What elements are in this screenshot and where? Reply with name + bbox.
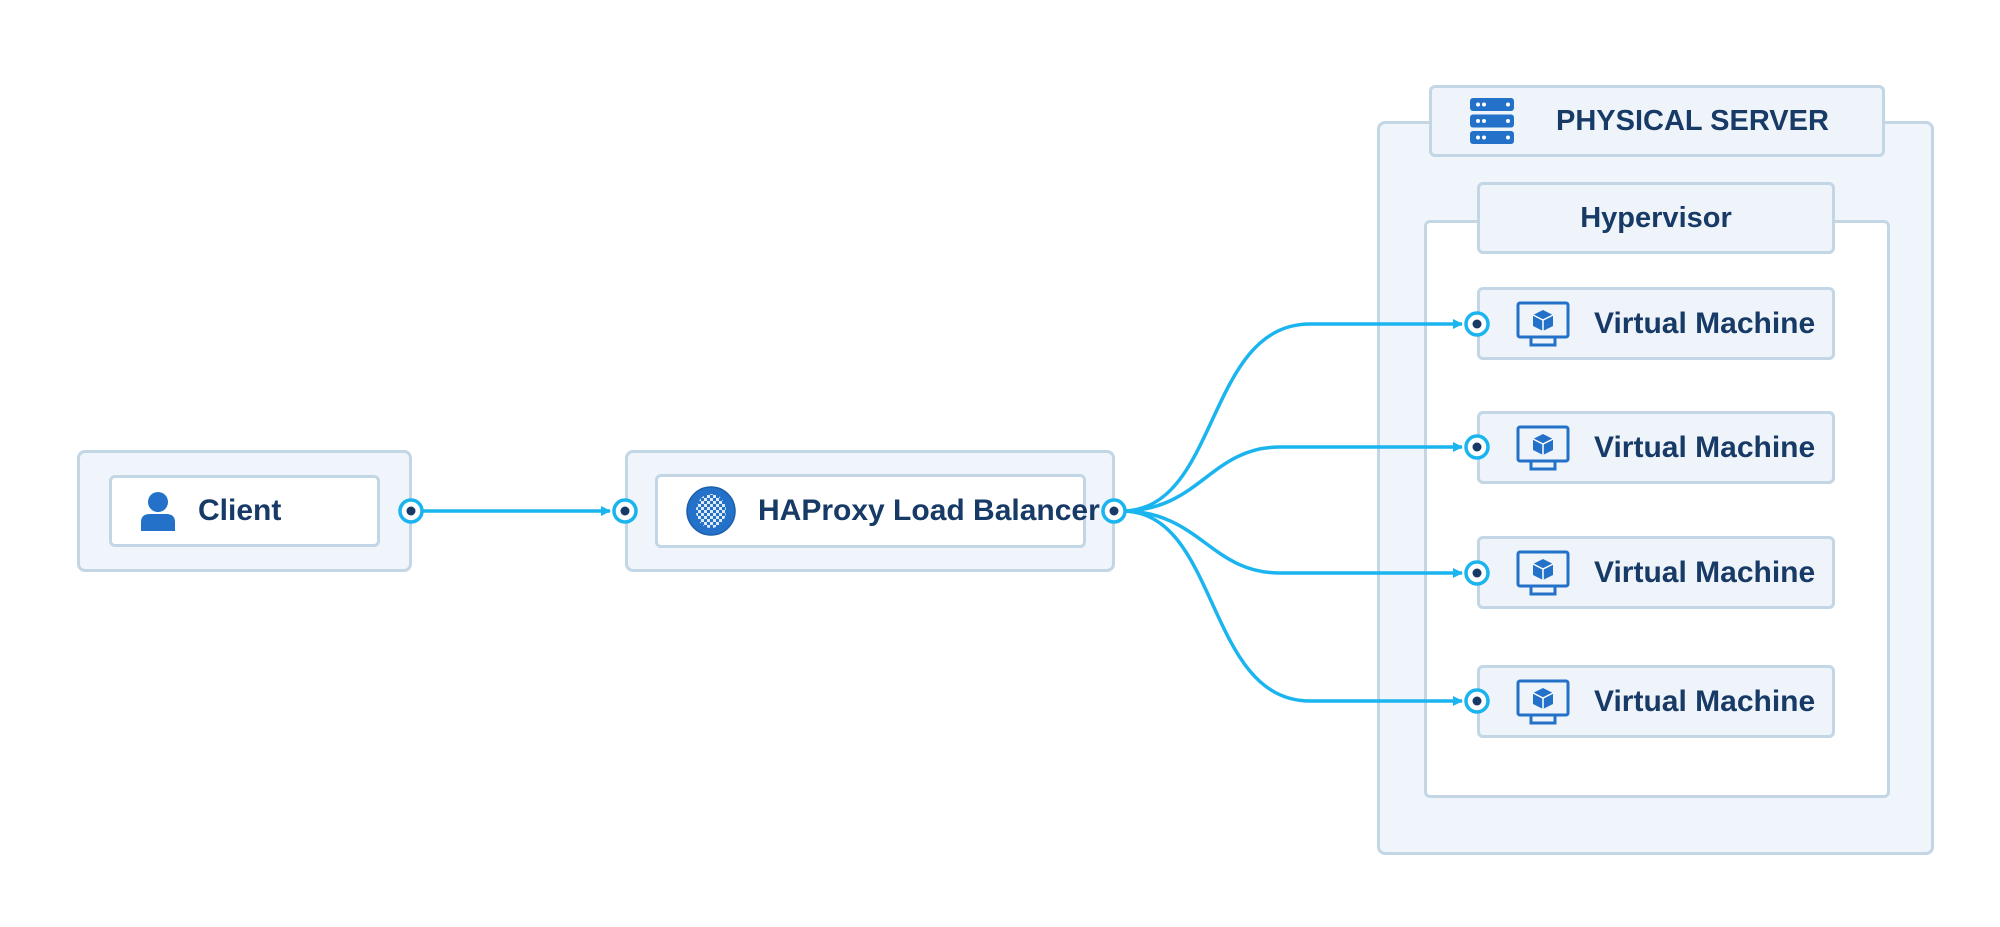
vm-monitor-icon [1516, 301, 1570, 347]
server-rack-icon [1468, 97, 1516, 145]
physical-server-header[interactable]: PHYSICAL SERVER [1429, 85, 1885, 157]
virtual-machine-label: Virtual Machine [1594, 306, 1816, 340]
virtual-machine-card-4[interactable]: Virtual Machine [1477, 665, 1835, 738]
hypervisor-header[interactable]: Hypervisor [1477, 182, 1835, 254]
load-balancer-card[interactable]: HAProxy Load Balancer [655, 474, 1100, 548]
vm-monitor-icon [1516, 550, 1570, 596]
virtual-machine-card-1[interactable]: Virtual Machine [1477, 287, 1835, 360]
physical-server-label: PHYSICAL SERVER [1556, 104, 1829, 137]
client-label: Client [198, 494, 282, 527]
virtual-machine-label: Virtual Machine [1594, 430, 1816, 464]
load-balancer-label: HAProxy Load Balancer [758, 494, 1100, 527]
user-icon [140, 491, 176, 531]
haproxy-globe-icon [686, 486, 736, 536]
virtual-machine-card-2[interactable]: Virtual Machine [1477, 411, 1835, 484]
client-card[interactable]: Client [109, 475, 380, 547]
virtual-machine-card-3[interactable]: Virtual Machine [1477, 536, 1835, 609]
vm-monitor-icon [1516, 425, 1570, 471]
virtual-machine-label: Virtual Machine [1594, 684, 1816, 718]
virtual-machine-label: Virtual Machine [1594, 555, 1816, 589]
vm-monitor-icon [1516, 679, 1570, 725]
hypervisor-label: Hypervisor [1580, 201, 1732, 234]
